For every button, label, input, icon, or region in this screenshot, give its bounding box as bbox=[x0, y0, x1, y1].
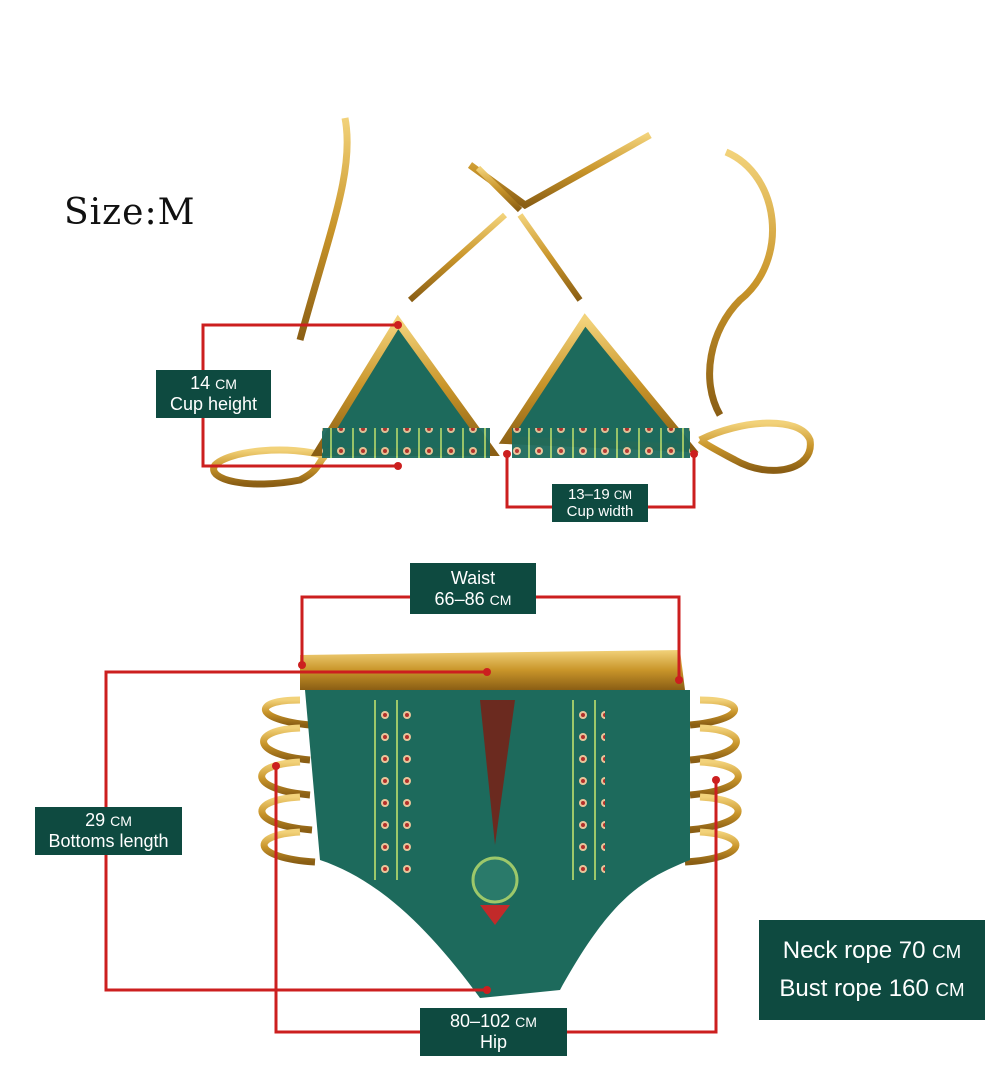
hip-unit: CM bbox=[515, 1014, 537, 1031]
waist-badge: Waist 66–86 CM bbox=[410, 563, 536, 614]
cup-height-badge: 14 CM Cup height bbox=[156, 370, 271, 418]
hip-value: 80–102 bbox=[450, 1011, 511, 1032]
neck-rope-unit: CM bbox=[932, 940, 962, 962]
rope-lengths-box: Neck rope 70 CM Bust rope 160 CM bbox=[759, 920, 985, 1020]
cup-height-unit: CM bbox=[215, 376, 237, 393]
bikini-top bbox=[210, 117, 814, 488]
bottoms-length-value: 29 bbox=[85, 810, 106, 831]
bust-rope-unit: CM bbox=[935, 979, 965, 1000]
neck-tie bbox=[467, 131, 652, 210]
size-label: Size:M bbox=[64, 192, 196, 233]
cup-height-label: Cup height bbox=[169, 394, 258, 414]
cup-width-label: Cup width bbox=[566, 503, 634, 520]
left-string bbox=[296, 117, 351, 341]
bottoms-length-unit: CM bbox=[110, 813, 132, 830]
neck-rope-label: Neck rope 70 bbox=[782, 936, 926, 964]
waist-unit: CM bbox=[489, 591, 512, 608]
cup-width-unit: CM bbox=[613, 488, 633, 502]
waist-value: 66–86 bbox=[434, 588, 485, 609]
waistband bbox=[300, 650, 685, 690]
waist-label: Waist bbox=[450, 567, 496, 588]
bust-rope-label: Bust rope 160 bbox=[779, 975, 929, 1002]
cup-width-value: 13–19 bbox=[567, 485, 610, 503]
hip-label: Hip bbox=[479, 1032, 507, 1052]
cup-width-badge: 13–19 CM Cup width bbox=[552, 484, 648, 522]
cup-height-value: 14 bbox=[190, 373, 211, 394]
bottoms-length-label: Bottoms length bbox=[48, 831, 169, 851]
right-string bbox=[706, 148, 776, 417]
hip-badge: 80–102 CM Hip bbox=[420, 1008, 567, 1056]
bottoms-length-badge: 29 CM Bottoms length bbox=[35, 807, 182, 855]
measurement-dots bbox=[272, 321, 720, 994]
bikini-bottoms bbox=[258, 650, 742, 998]
